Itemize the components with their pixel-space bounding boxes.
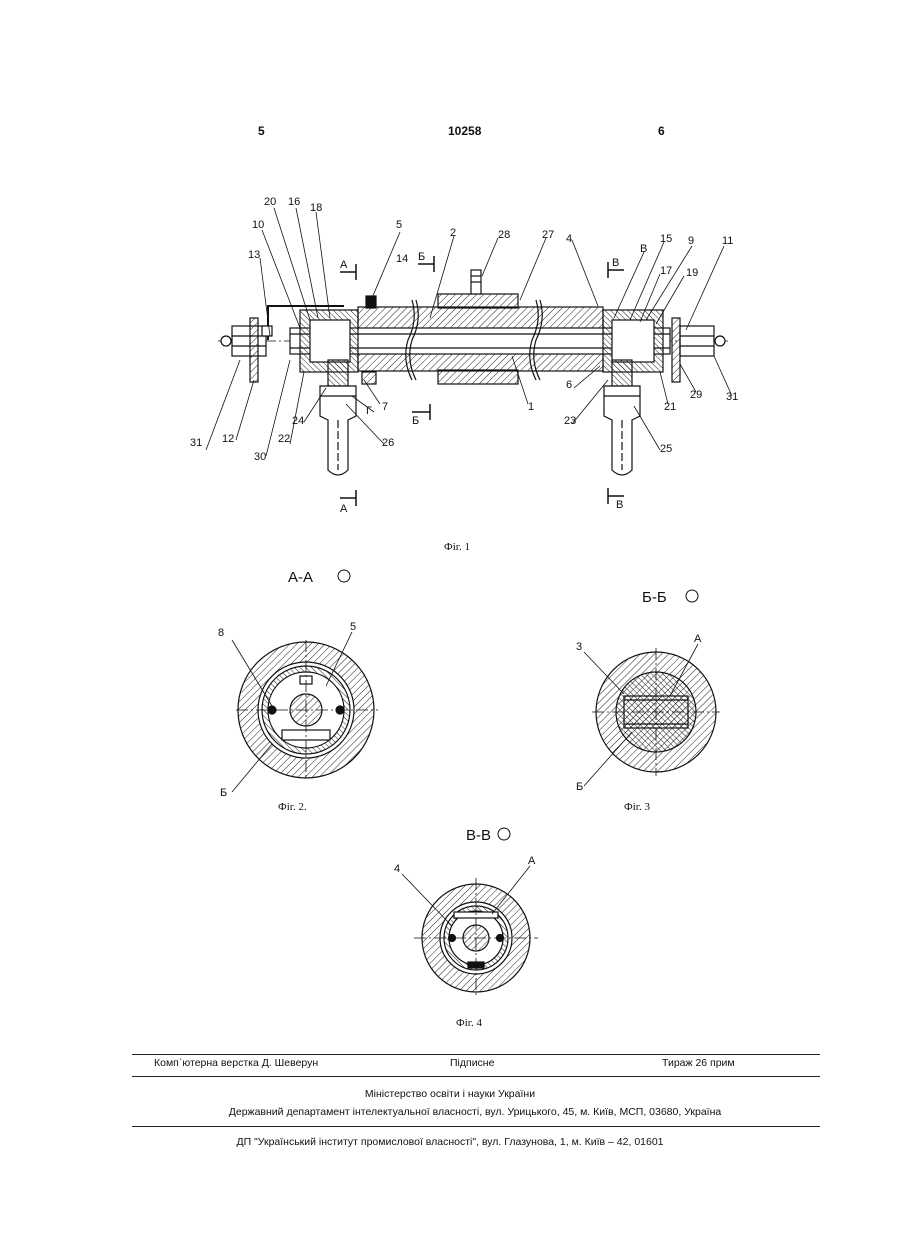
figure-1-drawing (206, 208, 732, 506)
patent-drawings: 20 16 18 10 13 5 14 2 28 27 4 В 15 9 11 … (0, 0, 900, 1060)
figure-2-drawing (232, 632, 378, 792)
label-22: 22 (278, 433, 290, 445)
label-2: 2 (450, 227, 456, 239)
label-6: 6 (566, 379, 572, 391)
label-21: 21 (664, 401, 676, 413)
label-25: 25 (660, 443, 672, 455)
circulation: Тираж 26 прим (662, 1057, 735, 1069)
label-g: Г (366, 405, 372, 417)
label-28: 28 (498, 229, 510, 241)
label-19: 19 (686, 267, 698, 279)
typesetter-credit: Комп`ютерна верстка Д. Шеверун (154, 1057, 318, 1069)
figure-2-section-title: А-А (288, 569, 313, 586)
label-1: 1 (528, 401, 534, 413)
label-8: 8 (218, 627, 224, 639)
section-mark-a-top: А (340, 259, 348, 271)
figure-2-caption: Фіг. 2. (278, 801, 307, 813)
label-27: 27 (542, 229, 554, 241)
section-mark-b-bottom: Б (412, 415, 419, 427)
label-7: 7 (382, 401, 388, 413)
footer-rule-middle (132, 1076, 820, 1077)
label-23: 23 (564, 415, 576, 427)
figure-3-caption: Фіг. 3 (624, 801, 651, 813)
label-14: 14 (396, 253, 408, 265)
label-13: 13 (248, 249, 260, 261)
label-4: 4 (566, 233, 572, 245)
figure-4-caption: Фіг. 4 (456, 1017, 483, 1029)
figure-4-section-title: В-В (466, 827, 491, 844)
section-mark-v-top: В (612, 257, 619, 269)
section-mark-b-top: Б (418, 251, 425, 263)
department-line: Державний департамент інтелектуальної вл… (0, 1106, 900, 1118)
signed-note: Підписне (450, 1057, 494, 1069)
label-31-left: 31 (190, 437, 202, 449)
label-5-fig2: 5 (350, 621, 356, 633)
label-b-fig2: Б (220, 787, 227, 799)
institute-line: ДП "Український інститут промислової вла… (0, 1136, 900, 1148)
figure-4-drawing (402, 866, 538, 998)
label-24: 24 (292, 415, 304, 427)
footer-rule-bottom (132, 1126, 820, 1127)
label-30: 30 (254, 451, 266, 463)
label-31-right: 31 (726, 391, 738, 403)
label-a-fig4: А (528, 855, 536, 867)
label-29: 29 (690, 389, 702, 401)
figure-1-caption: Фіг. 1 (444, 541, 470, 553)
label-5: 5 (396, 219, 402, 231)
label-9: 9 (688, 235, 694, 247)
label-16: 16 (288, 196, 300, 208)
footer-rule-top (132, 1054, 820, 1055)
label-3: 3 (576, 641, 582, 653)
figure-3-section-title: Б-Б (642, 589, 667, 606)
label-10: 10 (252, 219, 264, 231)
ministry-line: Міністерство освіти і науки України (0, 1088, 900, 1100)
label-b-fig3: Б (576, 781, 583, 793)
label-18: 18 (310, 202, 322, 214)
label-v-top: В (640, 243, 647, 255)
label-26: 26 (382, 437, 394, 449)
section-mark-a-bottom: А (340, 503, 348, 515)
label-17: 17 (660, 265, 672, 277)
label-11: 11 (722, 235, 733, 247)
figure-3-drawing (584, 644, 720, 786)
label-20: 20 (264, 196, 276, 208)
label-12: 12 (222, 433, 234, 445)
label-a-fig3: А (694, 633, 702, 645)
label-15: 15 (660, 233, 672, 245)
label-4-fig4: 4 (394, 863, 400, 875)
section-mark-v-bottom: В (616, 499, 623, 511)
